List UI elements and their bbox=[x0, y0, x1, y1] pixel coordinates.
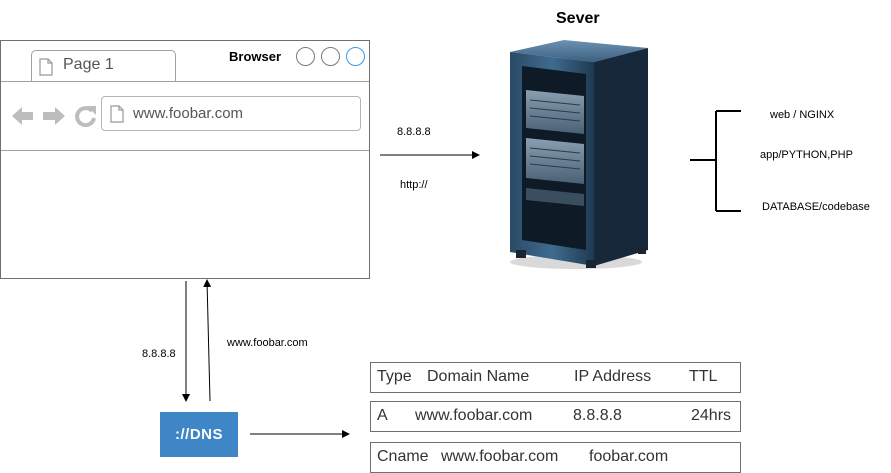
tab-label: Page 1 bbox=[63, 56, 114, 73]
cell-target: foobar.com bbox=[589, 448, 669, 465]
cell-type: Cname bbox=[377, 448, 429, 465]
dns-ip-label: 8.8.8.8 bbox=[142, 348, 176, 360]
stack-bracket bbox=[690, 110, 741, 212]
cell-type: A bbox=[377, 407, 388, 424]
refresh-icon[interactable] bbox=[75, 106, 96, 127]
protocol-label: http:// bbox=[400, 179, 428, 191]
navigation-controls bbox=[12, 106, 96, 127]
dns-to-browser-arrow bbox=[203, 279, 212, 402]
address-text: www.foobar.com bbox=[133, 105, 244, 122]
back-arrow-icon[interactable] bbox=[12, 107, 33, 125]
header-ip: IP Address bbox=[574, 368, 652, 385]
address-bar[interactable]: www.foobar.com bbox=[101, 96, 361, 131]
tab-divider bbox=[1, 81, 369, 82]
cell-ip: 8.8.8.8 bbox=[573, 407, 622, 424]
toolbar-divider bbox=[1, 150, 369, 151]
cell-domain: www.foobar.com bbox=[415, 407, 533, 424]
dns-table-row: A www.foobar.com 8.8.8.8 24hrs bbox=[370, 401, 741, 432]
dns-table-row: Cname www.foobar.com foobar.com bbox=[370, 442, 741, 473]
header-type: Type bbox=[377, 368, 412, 385]
window-button[interactable] bbox=[321, 47, 340, 66]
forward-arrow-icon[interactable] bbox=[43, 107, 65, 125]
window-button[interactable] bbox=[296, 47, 315, 66]
stack-item-web: web / NGINX bbox=[770, 109, 835, 121]
stack-item-database: DATABASE/codebase bbox=[762, 201, 870, 213]
server-title: Sever bbox=[556, 10, 600, 27]
stack-item-app: app/PYTHON,PHP bbox=[760, 149, 853, 161]
cell-domain: www.foobar.com bbox=[441, 448, 559, 465]
header-ttl: TTL bbox=[689, 368, 718, 385]
dns-badge: ://DNS bbox=[160, 412, 238, 457]
page-icon bbox=[110, 105, 124, 123]
browser-tab[interactable]: Page 1 bbox=[31, 50, 176, 82]
page-icon bbox=[39, 58, 53, 76]
server-ip-label: 8.8.8.8 bbox=[397, 126, 431, 138]
browser-title: Browser bbox=[229, 49, 282, 64]
cell-ttl: 24hrs bbox=[691, 407, 732, 424]
window-button-active[interactable] bbox=[346, 47, 365, 66]
header-domain: Domain Name bbox=[427, 368, 530, 385]
browser-window: Page 1 Browser www.foobar.com bbox=[0, 40, 370, 279]
dns-table-header: Type Domain Name IP Address TTL bbox=[370, 362, 741, 393]
server-rack-icon bbox=[510, 40, 648, 269]
dns-domain-label: www.foobar.com bbox=[227, 337, 308, 349]
